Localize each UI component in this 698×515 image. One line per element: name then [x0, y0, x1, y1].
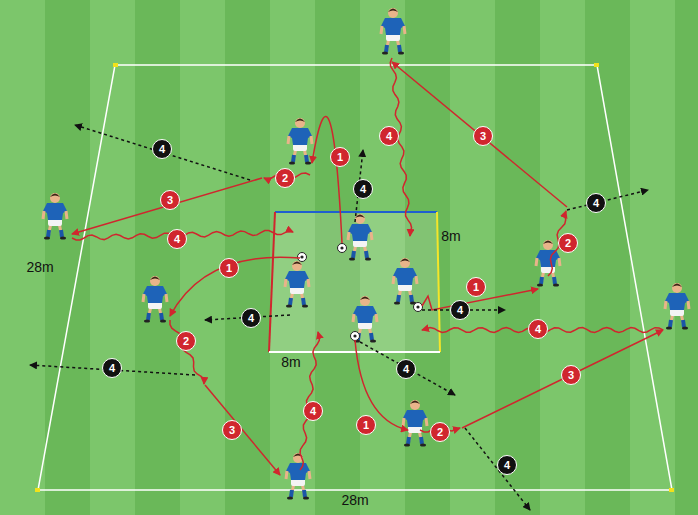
callout-number: 4	[241, 308, 261, 328]
outer-square	[38, 65, 672, 490]
callout-number: 4	[379, 126, 399, 146]
callout-number: 4	[152, 139, 172, 159]
callout-number: 3	[561, 365, 581, 385]
callout-number: 4	[102, 358, 122, 378]
callout-number: 4	[353, 179, 373, 199]
callout-number: 2	[430, 422, 450, 442]
callout-number: 4	[497, 455, 517, 475]
dimension-label: 8m	[279, 354, 302, 370]
callout-number: 3	[160, 190, 180, 210]
balls	[298, 244, 423, 341]
run-arrows	[30, 125, 648, 510]
dribble-arrows	[72, 58, 663, 470]
players	[43, 8, 689, 500]
callout-number: 4	[167, 229, 187, 249]
callout-number: 4	[396, 359, 416, 379]
callout-number: 2	[176, 331, 196, 351]
callout-number: 1	[219, 258, 239, 278]
callout-number: 2	[558, 233, 578, 253]
inner-square	[269, 212, 440, 352]
dimension-label: 28m	[339, 492, 370, 508]
callout-number: 3	[473, 126, 493, 146]
dribble-arrow	[390, 58, 411, 236]
dimension-label: 8m	[439, 228, 462, 244]
callout-number: 4	[586, 193, 606, 213]
callout-number: 4	[450, 300, 470, 320]
callout-number: 1	[466, 277, 486, 297]
callout-number: 4	[303, 401, 323, 421]
dimension-label: 28m	[24, 259, 55, 275]
callout-number: 1	[356, 415, 376, 435]
pass-arrows	[72, 62, 663, 475]
callout-number: 4	[528, 319, 548, 339]
callout-number: 3	[222, 420, 242, 440]
callout-number: 2	[275, 168, 295, 188]
callout-number: 1	[330, 147, 350, 167]
